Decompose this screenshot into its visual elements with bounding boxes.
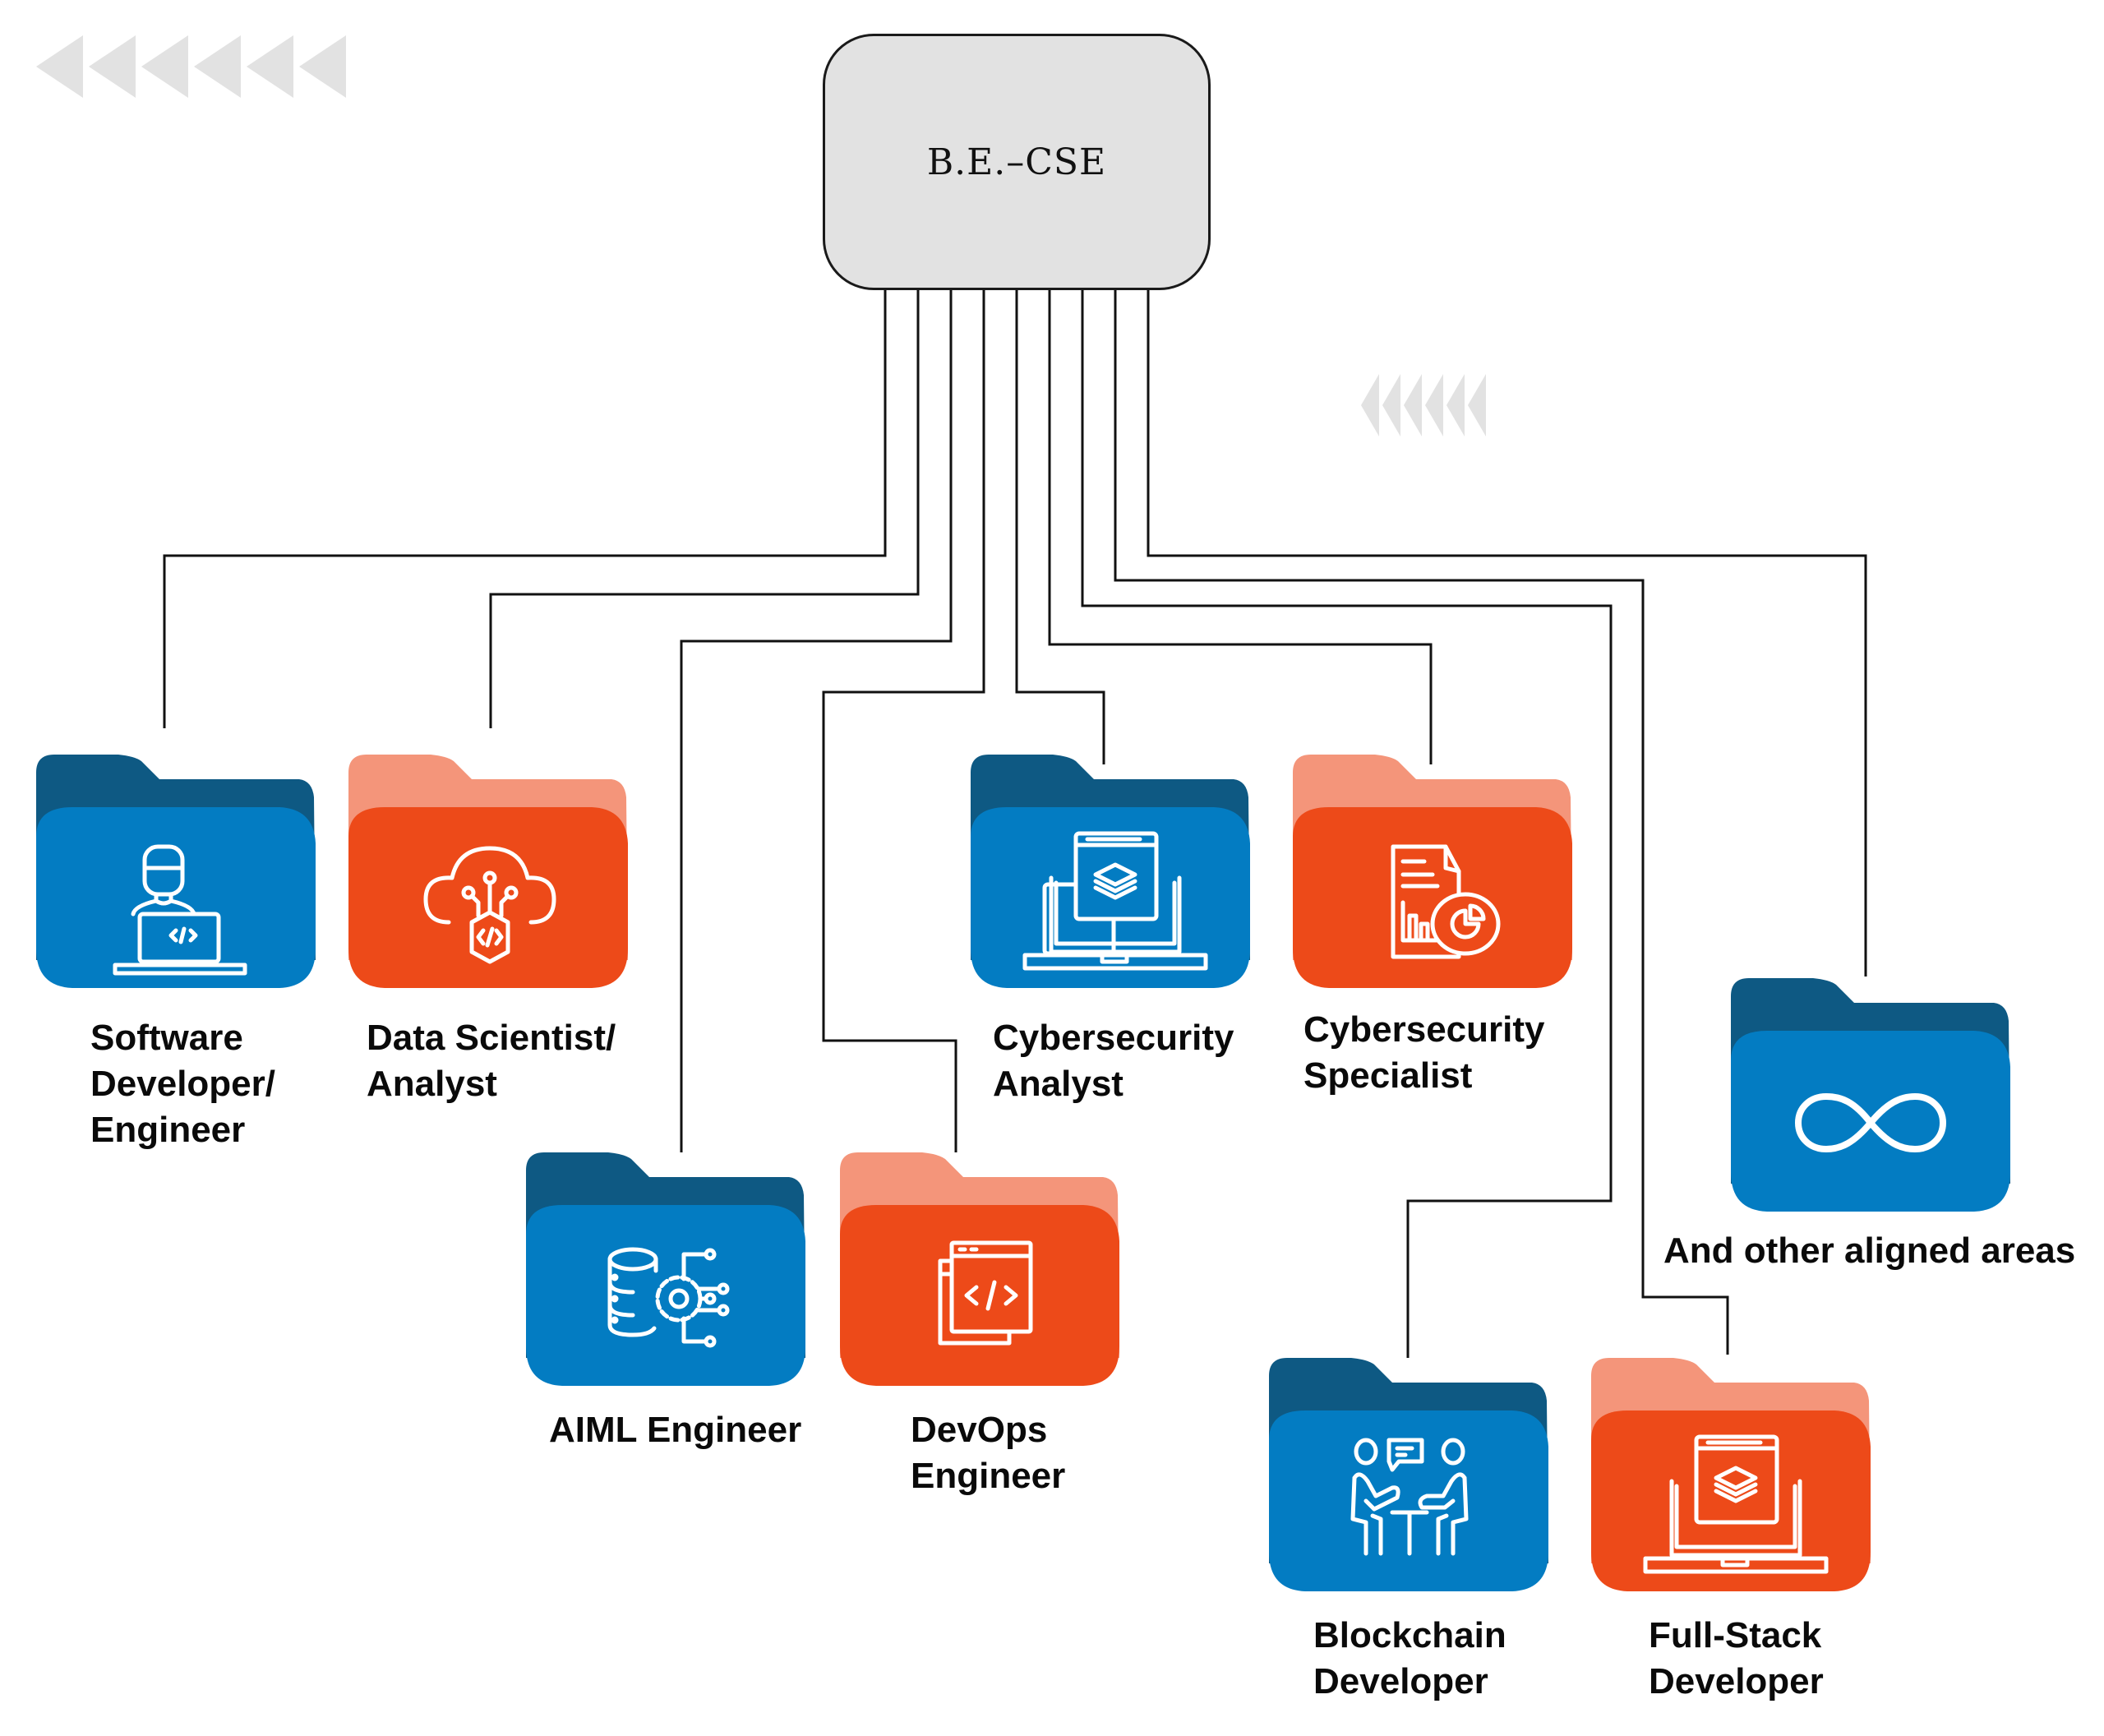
connector-devops-engineer [822,290,985,1152]
root-node-be-cse: B.E.–CSE [823,34,1211,290]
chevron-left-icon [141,35,188,98]
chevron-left-icon [247,35,293,98]
connector-aiml-engineer [680,290,953,1152]
connector-software-developer [163,290,887,728]
connector-cybersecurity-specialist [1048,290,1433,764]
label-other-areas: And other aligned areas [1663,1230,2076,1271]
folder-devops-engineer[interactable] [840,1152,1119,1386]
decorative-chevrons-mid-right [1361,374,1489,436]
connector-data-scientist [489,290,920,728]
meeting-people-icon [1350,1438,1469,1556]
connector-cybersecurity-analyst [1015,290,1105,764]
chevron-left-icon [1446,374,1465,436]
decorative-chevrons-top-left [36,35,352,98]
database-gear-icon [607,1247,730,1348]
laptop-layers-icon [1022,831,1208,971]
chevron-left-icon [194,35,241,98]
report-chart-icon [1391,844,1501,959]
chevron-left-icon [1361,374,1379,436]
label-cybersecurity-specialist: Cybersecurity Specialist [1303,1009,1545,1096]
developer-laptop-icon [113,844,247,976]
label-data-scientist: Data Scientist/ Analyst [367,1018,616,1104]
folder-cybersecurity-specialist[interactable] [1293,755,1572,988]
label-devops-engineer: DevOps Engineer [911,1410,1066,1496]
chevron-left-icon [1425,374,1443,436]
label-software-developer: Software Developer/ Engineer [90,1018,275,1150]
folder-software-developer[interactable] [36,755,316,988]
chevron-left-icon [1468,374,1486,436]
chevron-left-icon [36,35,83,98]
chevron-left-icon [1382,374,1400,436]
folder-aiml-engineer[interactable] [526,1152,805,1386]
code-window-icon [938,1240,1033,1346]
folder-cybersecurity-analyst[interactable] [971,755,1250,988]
label-cybersecurity-analyst: Cybersecurity Analyst [993,1018,1234,1104]
folder-other-areas[interactable] [1731,978,2010,1212]
chevron-left-icon [1404,374,1422,436]
folder-full-stack-developer[interactable] [1591,1358,1871,1591]
connector-blockchain-developer [1081,290,1613,1358]
label-aiml-engineer: AIML Engineer [549,1410,802,1450]
label-blockchain-developer: Blockchain Developer [1313,1615,1506,1701]
label-full-stack-developer: Full-Stack Developer [1649,1615,1824,1701]
connector-full-stack-developer [1114,290,1729,1355]
root-label: B.E.–CSE [926,141,1107,183]
folder-blockchain-developer[interactable] [1269,1358,1548,1591]
chevron-left-icon [89,35,136,98]
chevron-left-icon [299,35,346,98]
laptop-layers-icon [1643,1434,1829,1574]
infinity-icon [1794,1092,1947,1153]
connector-other-areas [1147,290,1867,976]
folder-data-scientist[interactable] [348,755,628,988]
cloud-code-icon [423,846,556,964]
